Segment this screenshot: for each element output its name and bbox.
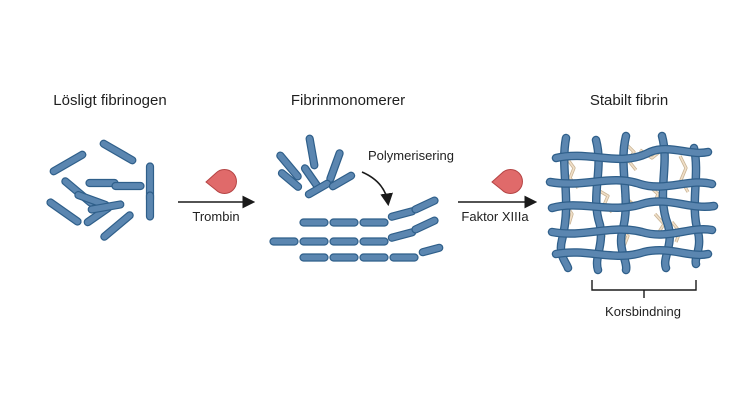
fibrinogen-rod	[100, 211, 134, 241]
label-crosslinking: Korsbindning	[605, 304, 681, 319]
monomer-rod	[277, 169, 303, 191]
thrombin-arrow	[178, 169, 256, 209]
monomer-rod	[328, 171, 356, 191]
label-factor-xiiia: Faktor XIIIa	[461, 209, 529, 224]
monomer-rod	[305, 134, 319, 170]
title-fibrin-monomers: Fibrinmonomerer	[290, 92, 406, 109]
monomer-rod	[276, 151, 302, 181]
factor-xiiia-enzyme-icon	[491, 169, 523, 194]
fibrin-mesh	[545, 131, 719, 275]
fibrinogen-rod	[111, 181, 145, 191]
title-stable-fibrin: Stabilt fibrin	[589, 92, 669, 109]
protofibril-rows	[269, 196, 444, 262]
crosslink-bracket	[591, 280, 697, 291]
fibrinogen-rod	[49, 150, 87, 176]
monomer-rod	[304, 179, 332, 199]
fibrinogen-cluster	[46, 139, 155, 241]
polymerization-arrow-icon	[361, 171, 393, 207]
fibrinogen-rod	[46, 198, 82, 226]
label-polymerization: Polymerisering	[368, 148, 454, 163]
thrombin-enzyme-icon	[205, 169, 237, 194]
monomer-group	[269, 134, 444, 262]
fibrinogen-rod	[99, 139, 137, 165]
fibrinogen-rod	[87, 200, 125, 214]
label-thrombin: Trombin	[192, 209, 240, 224]
title-soluble-fibrinogen: Lösligt fibrinogen	[53, 92, 167, 109]
factor-xiiia-arrow	[458, 169, 538, 209]
horizontal-fibers	[545, 144, 719, 260]
fibrinogen-rod	[145, 191, 155, 221]
